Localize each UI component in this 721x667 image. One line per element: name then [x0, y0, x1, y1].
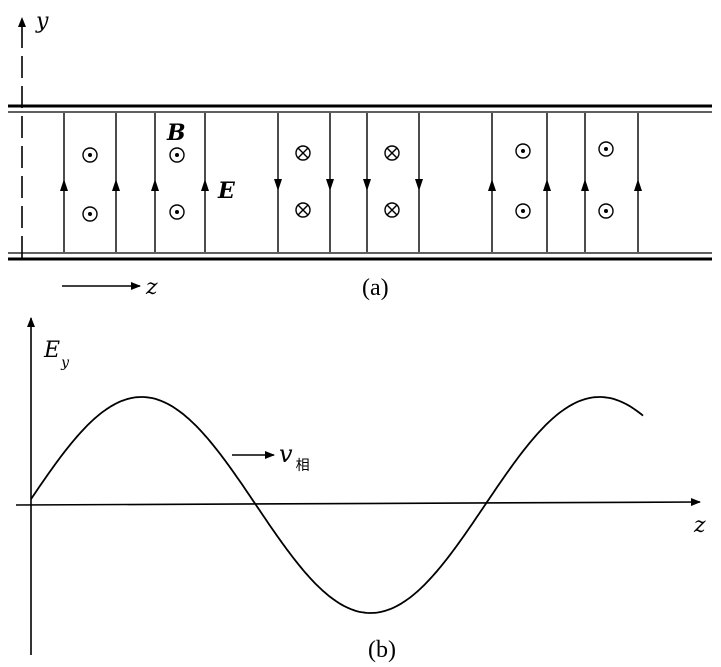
b-out-of-page-symbol — [82, 206, 98, 222]
b-out-of-page-symbol — [515, 203, 531, 219]
b-out-of-page-symbol — [598, 141, 614, 157]
panel-a: y B E z (a) — [8, 9, 712, 301]
b-into-page-symbol — [295, 145, 311, 161]
b-out-of-page-symbol — [82, 147, 98, 163]
e-field-arrow — [201, 179, 209, 191]
z-axis-b — [15, 498, 701, 507]
b-into-page-symbol — [384, 145, 400, 161]
e-field-arrow — [634, 179, 642, 191]
e-field-arrow — [488, 179, 496, 191]
ey-axis-label: Ey — [43, 338, 70, 371]
b-field-label: B — [166, 120, 186, 146]
bottom-plate — [8, 252, 712, 261]
e-field-arrow — [112, 179, 120, 191]
z-axis-label-b: z — [693, 513, 706, 538]
top-plate — [8, 104, 712, 113]
e-field-arrow — [274, 179, 282, 191]
z-axis-label-a: z — [145, 275, 158, 300]
e-field-arrow — [151, 179, 159, 191]
b-out-of-page-symbol — [515, 143, 531, 159]
b-out-of-page-symbol — [169, 204, 185, 220]
magnetic-field-symbols — [82, 141, 614, 222]
e-field-arrow — [60, 179, 68, 191]
e-field-arrow — [581, 179, 589, 191]
e-field-arrow — [543, 179, 551, 191]
y-axis-label-a: y — [35, 9, 49, 34]
e-field-arrow — [326, 179, 334, 191]
caption-b: (b) — [368, 637, 396, 663]
e-field-label: E — [217, 178, 236, 204]
b-into-page-symbol — [384, 202, 400, 218]
e-field-arrow — [363, 179, 371, 191]
b-out-of-page-symbol — [169, 147, 185, 163]
caption-a: (a) — [362, 275, 389, 301]
b-out-of-page-symbol — [598, 203, 614, 219]
ey-wave-curve — [30, 396, 644, 614]
e-field-arrow — [415, 179, 423, 191]
b-into-page-symbol — [295, 202, 311, 218]
electric-field-lines — [60, 113, 642, 252]
